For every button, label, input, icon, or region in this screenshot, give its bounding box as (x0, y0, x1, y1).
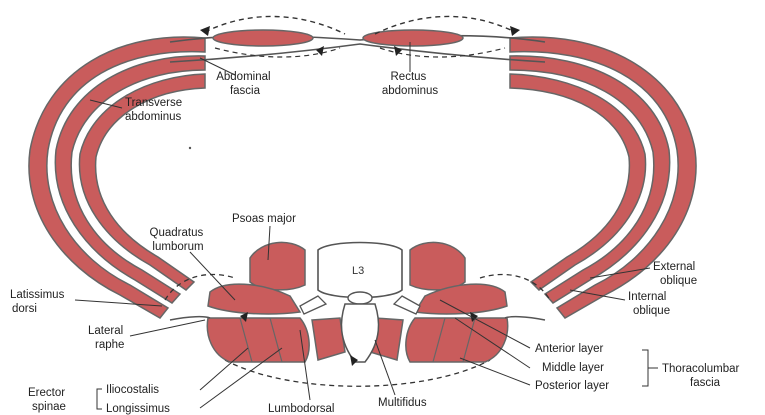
longissimus-label: Longissimus (106, 403, 170, 415)
left-multifidus (312, 318, 345, 360)
left-psoas-major (250, 242, 305, 289)
external-oblique-label: External oblique (653, 261, 698, 287)
leader-lateral-raphe (130, 320, 205, 336)
external-oblique-label-line1: External (653, 261, 695, 273)
erector-spinae-bracket (97, 389, 102, 409)
posterior-fascia-right (505, 317, 545, 320)
leader-posterior-layer (460, 358, 530, 385)
rectus-arrowhead-right-bottom (394, 46, 402, 56)
posterior-layer-label: Posterior layer (535, 380, 609, 392)
lateral-raphe-label: Lateral raphe (88, 325, 126, 351)
l3-label: L3 (352, 265, 364, 277)
thoracolumbar-fascia-label-line1: Thoracolumbar (662, 363, 740, 375)
rectus-abdominus-label-line2: abdominus (382, 85, 439, 97)
quadratus-lumborum-label: Quadratus lumborum (150, 227, 207, 253)
latissimus-dorsi-label-line2: dorsi (12, 303, 37, 315)
psoas-major-label: Psoas major (232, 213, 296, 225)
right-erector-spinae (406, 318, 508, 362)
left-erector-spinae (207, 318, 309, 362)
quadratus-lumborum-label-line1: Quadratus (150, 227, 204, 239)
iliocostalis-label: Iliocostalis (106, 384, 159, 396)
rectus-arrowhead-right-top (510, 26, 520, 36)
abdominal-fascia-label: Abdominal fascia (216, 71, 274, 97)
rectus-abdominus-label-line1: Rectus (391, 71, 427, 83)
posterior-fascia-left (170, 317, 210, 320)
erector-spinae-label: Erector spinae (28, 387, 68, 413)
erector-spinae-label-line1: Erector (28, 387, 65, 399)
cavity-dot (189, 147, 191, 149)
thoracolumbar-fascia-label: Thoracolumbar fascia (662, 363, 743, 389)
spinal-canal (348, 292, 372, 304)
transverse-process-left (300, 296, 326, 314)
bottom-dashed-arc (225, 360, 490, 386)
external-oblique-label-line2: oblique (660, 275, 697, 287)
lateral-raphe-label-line1: Lateral (88, 325, 123, 337)
rectus-abdominus-label: Rectus abdominus (382, 71, 439, 97)
internal-oblique-label-line2: oblique (633, 305, 670, 317)
transverse-process-right (394, 296, 420, 314)
right-psoas-major (410, 242, 465, 289)
quadratus-lumborum-label-line2: lumborum (152, 241, 203, 253)
anterior-layer-label: Anterior layer (535, 343, 604, 355)
lateral-raphe-label-line2: raphe (95, 339, 124, 351)
left-abdominal-wall (29, 37, 205, 318)
abdominal-fascia-label-line1: Abdominal (216, 71, 270, 83)
thoracolumbar-bracket (642, 350, 658, 386)
internal-oblique-label: Internal oblique (628, 291, 670, 317)
lumbodorsal-label: Lumbodorsal (268, 403, 334, 415)
rectus-arrowhead-left-bottom (316, 46, 324, 56)
left-rectus-abdominus (213, 30, 313, 46)
latissimus-dorsi-label-line1: Latissimus (10, 289, 65, 301)
transverse-abdominus-label-line2: abdominus (125, 111, 182, 123)
internal-oblique-label-line1: Internal (628, 291, 666, 303)
latissimus-dorsi-label: Latissimus dorsi (10, 289, 68, 315)
rectus-arrowhead-left-top (200, 26, 210, 36)
anterior-fascia (170, 16, 545, 62)
transverse-abdominus-label: Transverse abdominus (125, 97, 185, 123)
thoracolumbar-fascia-label-line2: fascia (690, 377, 721, 389)
middle-layer-label: Middle layer (542, 362, 604, 374)
abdominal-fascia-label-line2: fascia (230, 85, 261, 97)
transverse-abdominus-label-line1: Transverse (125, 97, 182, 109)
abdominal-fascia-lower-line (170, 44, 545, 62)
multifidus-label: Multifidus (378, 397, 427, 409)
erector-spinae-label-line2: spinae (32, 401, 66, 413)
